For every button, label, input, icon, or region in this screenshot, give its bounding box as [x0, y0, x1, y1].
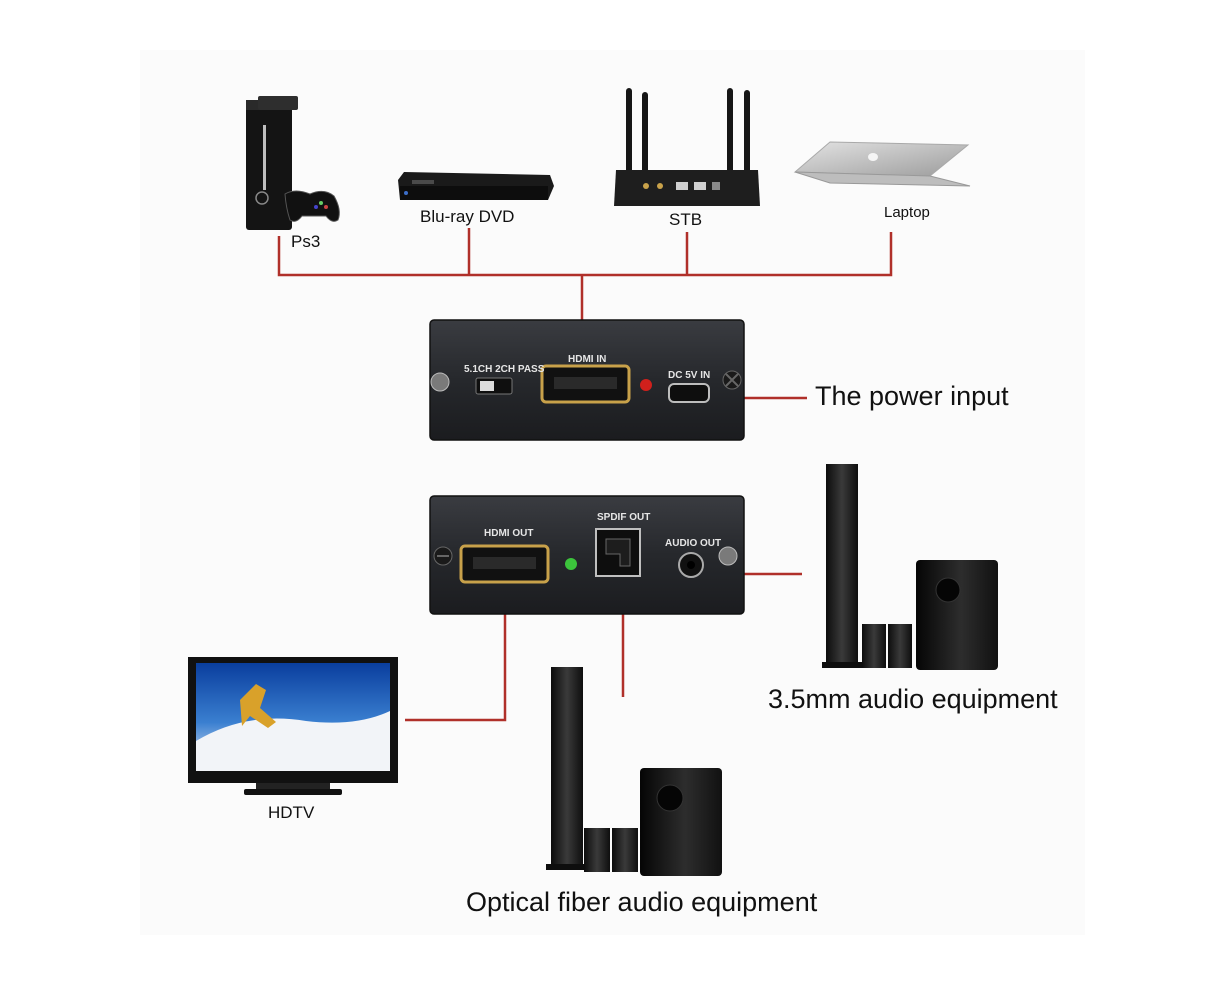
game-console-icon: [246, 96, 340, 230]
connector-lines: [277, 228, 893, 722]
power-input-label: The power input: [815, 381, 1009, 411]
hdmi-out-label: HDMI OUT: [484, 528, 533, 539]
hdtv-label: HDTV: [268, 803, 315, 822]
analog-audio-label: 3.5mm audio equipment: [768, 684, 1058, 714]
bluray-player-icon: [398, 172, 554, 200]
audio-out-label: AUDIO OUT: [665, 538, 721, 549]
output-panel: [429, 495, 745, 615]
spdif-out-label: SPDIF OUT: [597, 512, 650, 523]
output-led: [565, 558, 577, 570]
hdtv-line: [405, 598, 507, 722]
switch-label: 5.1CH 2CH PASS: [464, 364, 545, 375]
micro-usb-port: [668, 383, 710, 403]
source-bus-line: [277, 232, 893, 277]
input-led: [640, 379, 652, 391]
ps3-label: Ps3: [291, 232, 321, 251]
hdtv-icon: [188, 657, 398, 795]
router-stb-icon: [614, 88, 760, 206]
laptop-label: Laptop: [884, 204, 930, 221]
optical-audio-label: Optical fiber audio equipment: [466, 887, 818, 917]
hdmi-in-label: HDMI IN: [568, 354, 606, 365]
stb-label: STB: [669, 210, 703, 229]
dc-in-label: DC 5V IN: [668, 370, 710, 381]
speaker-set-optical-icon: [546, 667, 722, 876]
input-panel: [429, 319, 745, 441]
speaker-set-analog-icon: [822, 464, 998, 670]
laptop-icon: [793, 141, 971, 187]
bluray-label: Blu-ray DVD: [420, 207, 515, 226]
